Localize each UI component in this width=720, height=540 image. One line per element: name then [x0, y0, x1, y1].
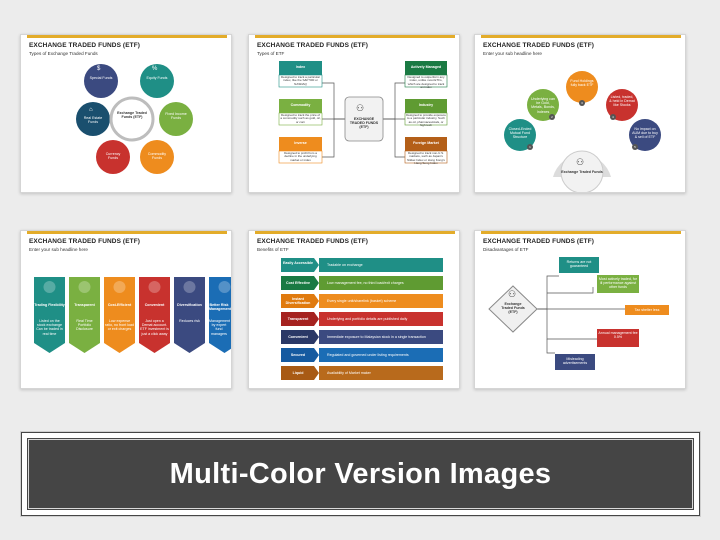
banner-columns: [34, 277, 231, 353]
benefit-label: Transparent: [287, 317, 309, 321]
feature-text: Closed-Ended Mutual Fund Structure: [508, 127, 532, 140]
people-icon: ⚇: [356, 103, 365, 113]
column-body: Just open a Demat account. ETF investmen…: [140, 319, 169, 336]
column-heading: Transparent: [74, 303, 95, 307]
petal-label: Equity Funds: [146, 76, 168, 80]
disadvantage-text: Most actively traded, for ill performanc…: [598, 277, 638, 290]
type-desc: Designed to track non-U.S. markets, such…: [407, 151, 445, 166]
benefit-label: Liquid: [292, 371, 304, 375]
petal-label: Real Estate Funds: [83, 116, 103, 125]
disadvantage-text: Returns are not guaranteed: [566, 260, 592, 269]
slide-title: EXCHANGE TRADED FUNDS (ETF): [29, 238, 141, 245]
feature-number: 1: [529, 145, 531, 149]
version-banner: Multi-Color Version Images: [20, 431, 701, 517]
banner-title: Multi-Color Version Images: [169, 457, 552, 490]
column-heading: Cost-Efficient: [107, 303, 132, 307]
column-body: Management by expert fund managers: [209, 319, 230, 336]
feature-text: Listed, traded, & held in Demat like Sto…: [609, 95, 635, 108]
disadvantage-text: Tax shelter less: [634, 308, 660, 312]
column-heading: Diversification: [177, 303, 202, 307]
benefit-label: Convenient: [288, 335, 308, 339]
column-heading: Convenient: [144, 303, 165, 307]
petal-label: Special Funds: [89, 76, 113, 80]
special-funds-icon: $: [97, 66, 101, 72]
disadvantage-text: Misleading advertisements: [562, 357, 588, 366]
column-body: Reduces risk: [179, 319, 200, 323]
benefit-text: Low management fee, no third load/exit c…: [327, 281, 404, 285]
benefit-text: Underlying and portfolio details are pub…: [327, 317, 408, 321]
types-diagram: [278, 61, 448, 164]
type-desc: Designed to track a particular index, li…: [280, 75, 321, 86]
slide-thumbnail-3[interactable]: EXCHANGE TRADED FUNDS (ETF) Enter your s…: [474, 34, 686, 193]
slide-thumbnail-2[interactable]: EXCHANGE TRADED FUNDS (ETF) Types of ETF…: [248, 34, 460, 193]
type-desc: Designed to outperform any index, unlike…: [407, 75, 445, 90]
petal-label: Currency Funds: [105, 152, 121, 161]
benefit-label: Easily Accessible: [282, 261, 314, 265]
slide-thumbnail-5[interactable]: EXCHANGE TRADED FUNDS (ETF) Benefits of …: [248, 230, 460, 389]
petal-label: Commodity Funds: [147, 152, 167, 161]
slide-thumbnail-6[interactable]: EXCHANGE TRADED FUNDS (ETF) Disadvantage…: [474, 230, 686, 389]
arc-diagram: [504, 71, 661, 192]
equity-funds-icon: %: [152, 66, 158, 72]
feature-text: Fund Holdings fully back ETF: [570, 79, 594, 88]
disadvantage-text: Annual management fee 0.5%: [598, 331, 638, 340]
slide-title: EXCHANGE TRADED FUNDS (ETF): [29, 42, 141, 49]
benefit-text: Tradable on exchange: [327, 263, 363, 267]
benefit-label: Secured: [290, 353, 306, 357]
slide-thumbnail-4[interactable]: EXCHANGE TRADED FUNDS (ETF) Enter your s…: [20, 230, 232, 389]
feature-text: No impact on AUM due to buy & sell of ET…: [632, 127, 658, 140]
slide-subtitle: Enter your sub headline here: [29, 247, 88, 252]
type-heading: Actively Managed: [410, 65, 442, 69]
benefit-text: Availability of Market maker: [327, 371, 371, 375]
benefit-text: Regulated and governed under listing req…: [327, 353, 409, 357]
petal-label: Fixed Income Funds: [165, 112, 187, 121]
benefit-label: Instant Diversification: [285, 297, 311, 306]
type-desc: Designed to track the price of a commodi…: [280, 113, 321, 124]
slide-thumbnail-1[interactable]: EXCHANGE TRADED FUNDS (ETF) Types of Exc…: [20, 34, 232, 193]
feature-number: 4: [612, 115, 614, 119]
real-estate-icon: ⌂: [89, 107, 93, 113]
column-body: Real Time Portfolio Disclosure: [76, 319, 93, 332]
center-label: Exchange Traded Funds (ETF): [117, 111, 147, 120]
type-heading: Index: [295, 65, 306, 69]
slide-title: EXCHANGE TRADED FUNDS (ETF): [257, 238, 369, 245]
slide-title: EXCHANGE TRADED FUNDS (ETF): [483, 42, 595, 49]
column-heading: Trading Flexibility: [34, 303, 65, 307]
center-label: Exchange Traded Funds: [561, 170, 603, 174]
people-icon: ⚇: [576, 157, 585, 167]
benefit-rows: [281, 258, 443, 380]
type-desc: Designed to profit from a decline in the…: [284, 151, 317, 162]
center-label: Exchange Traded Funds (ETF): [501, 302, 525, 315]
slide-subtitle: Disadvantages of ETF: [483, 247, 529, 252]
slide-title: EXCHANGE TRADED FUNDS (ETF): [257, 42, 369, 49]
type-desc: Designed to provide exposure to a partic…: [406, 113, 446, 128]
slide-subtitle: Types of Exchange Traded Funds: [29, 51, 98, 56]
center-label: EXCHANGE TRADED FUNDS (ETF): [349, 117, 379, 130]
slide-title: EXCHANGE TRADED FUNDS (ETF): [483, 238, 595, 245]
benefit-text: Immediate exposure to Malaysian stock in…: [327, 335, 426, 339]
feature-text: Underlying can be Gold, Metals, Bonds, I…: [531, 97, 555, 114]
type-heading: Inverse: [294, 141, 307, 145]
column-body: Listed on the stock exchange Can be trad…: [36, 319, 63, 336]
slide-subtitle: Enter your sub headline here: [483, 51, 542, 56]
people-icon: ⚇: [508, 289, 517, 299]
feature-number: 5: [634, 145, 636, 149]
column-body: Low expense ratio, no front load or exit…: [105, 319, 134, 332]
benefit-text: Every single unit/sharelink (basket) sch…: [327, 299, 397, 303]
petal-diagram: [76, 64, 193, 174]
type-heading: Foreign Market: [413, 141, 439, 145]
benefit-label: Cost Effective: [286, 281, 310, 285]
slide-subtitle: Benefits of ETF: [257, 247, 289, 252]
feature-number: 3: [581, 101, 583, 105]
disadvantage-diagram: [488, 257, 669, 370]
column-heading: Better Risk Management: [209, 303, 231, 312]
banner-frame: Multi-Color Version Images: [28, 439, 693, 509]
feature-number: 2: [551, 115, 553, 119]
type-heading: Industry: [418, 103, 434, 107]
slide-subtitle: Types of ETF: [257, 51, 285, 56]
type-heading: Commodity: [290, 103, 311, 107]
